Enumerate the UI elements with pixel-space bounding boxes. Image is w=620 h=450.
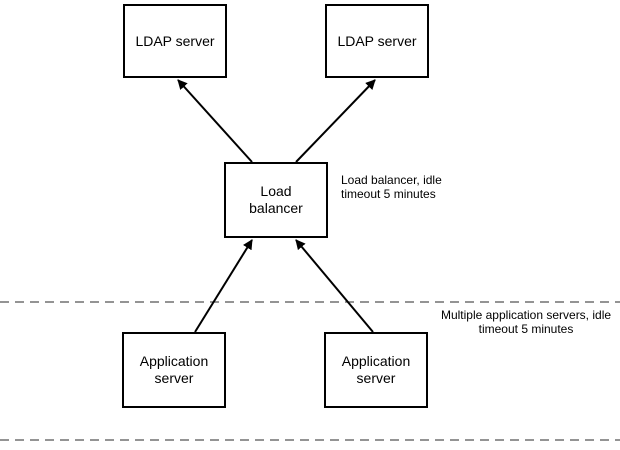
application-server-right: Application server (324, 332, 428, 408)
arrow-app-left-to-lb (194, 239, 253, 333)
arrow-lb-to-ldap-right (295, 79, 376, 163)
application-server-left: Application server (122, 332, 226, 408)
application-servers-note: Multiple application servers, idle timeo… (440, 308, 612, 336)
ldap-server-right: LDAP server (325, 4, 429, 78)
load-balancer: Load balancer (224, 162, 328, 238)
load-balancer-note: Load balancer, idle timeout 5 minutes (341, 173, 442, 201)
arrow-lb-to-ldap-left (177, 79, 253, 163)
ldap-server-left: LDAP server (123, 4, 227, 78)
arrow-app-right-to-lb (295, 239, 374, 333)
